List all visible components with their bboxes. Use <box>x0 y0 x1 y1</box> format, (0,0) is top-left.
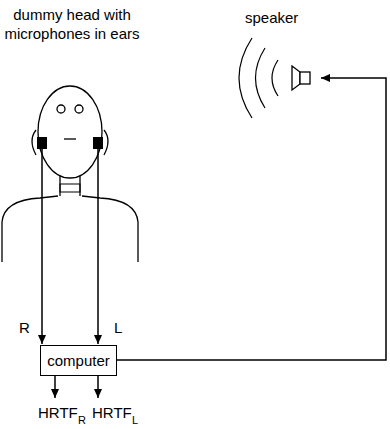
figure-label: dummy head with microphones in ears <box>0 5 147 43</box>
computer-box: computer <box>40 345 117 376</box>
output-arrow <box>54 376 56 398</box>
sound-waves <box>239 38 278 118</box>
subscript: R <box>78 411 86 429</box>
signal-label: L <box>114 318 122 337</box>
output-arrow <box>97 376 99 398</box>
signal-label: HRTF <box>92 403 132 422</box>
signal-label: R <box>19 318 30 337</box>
speaker-symbol <box>292 66 310 90</box>
dummy-head <box>2 86 138 262</box>
signal-label: HRTF <box>38 403 78 422</box>
microphone <box>93 137 103 149</box>
box-text: computer <box>47 352 110 369</box>
microphone <box>37 137 47 149</box>
subscript: L <box>132 411 138 429</box>
wire <box>97 149 99 344</box>
signal-label: speaker <box>245 8 298 27</box>
wire <box>41 149 43 344</box>
signal-wire <box>116 78 386 360</box>
